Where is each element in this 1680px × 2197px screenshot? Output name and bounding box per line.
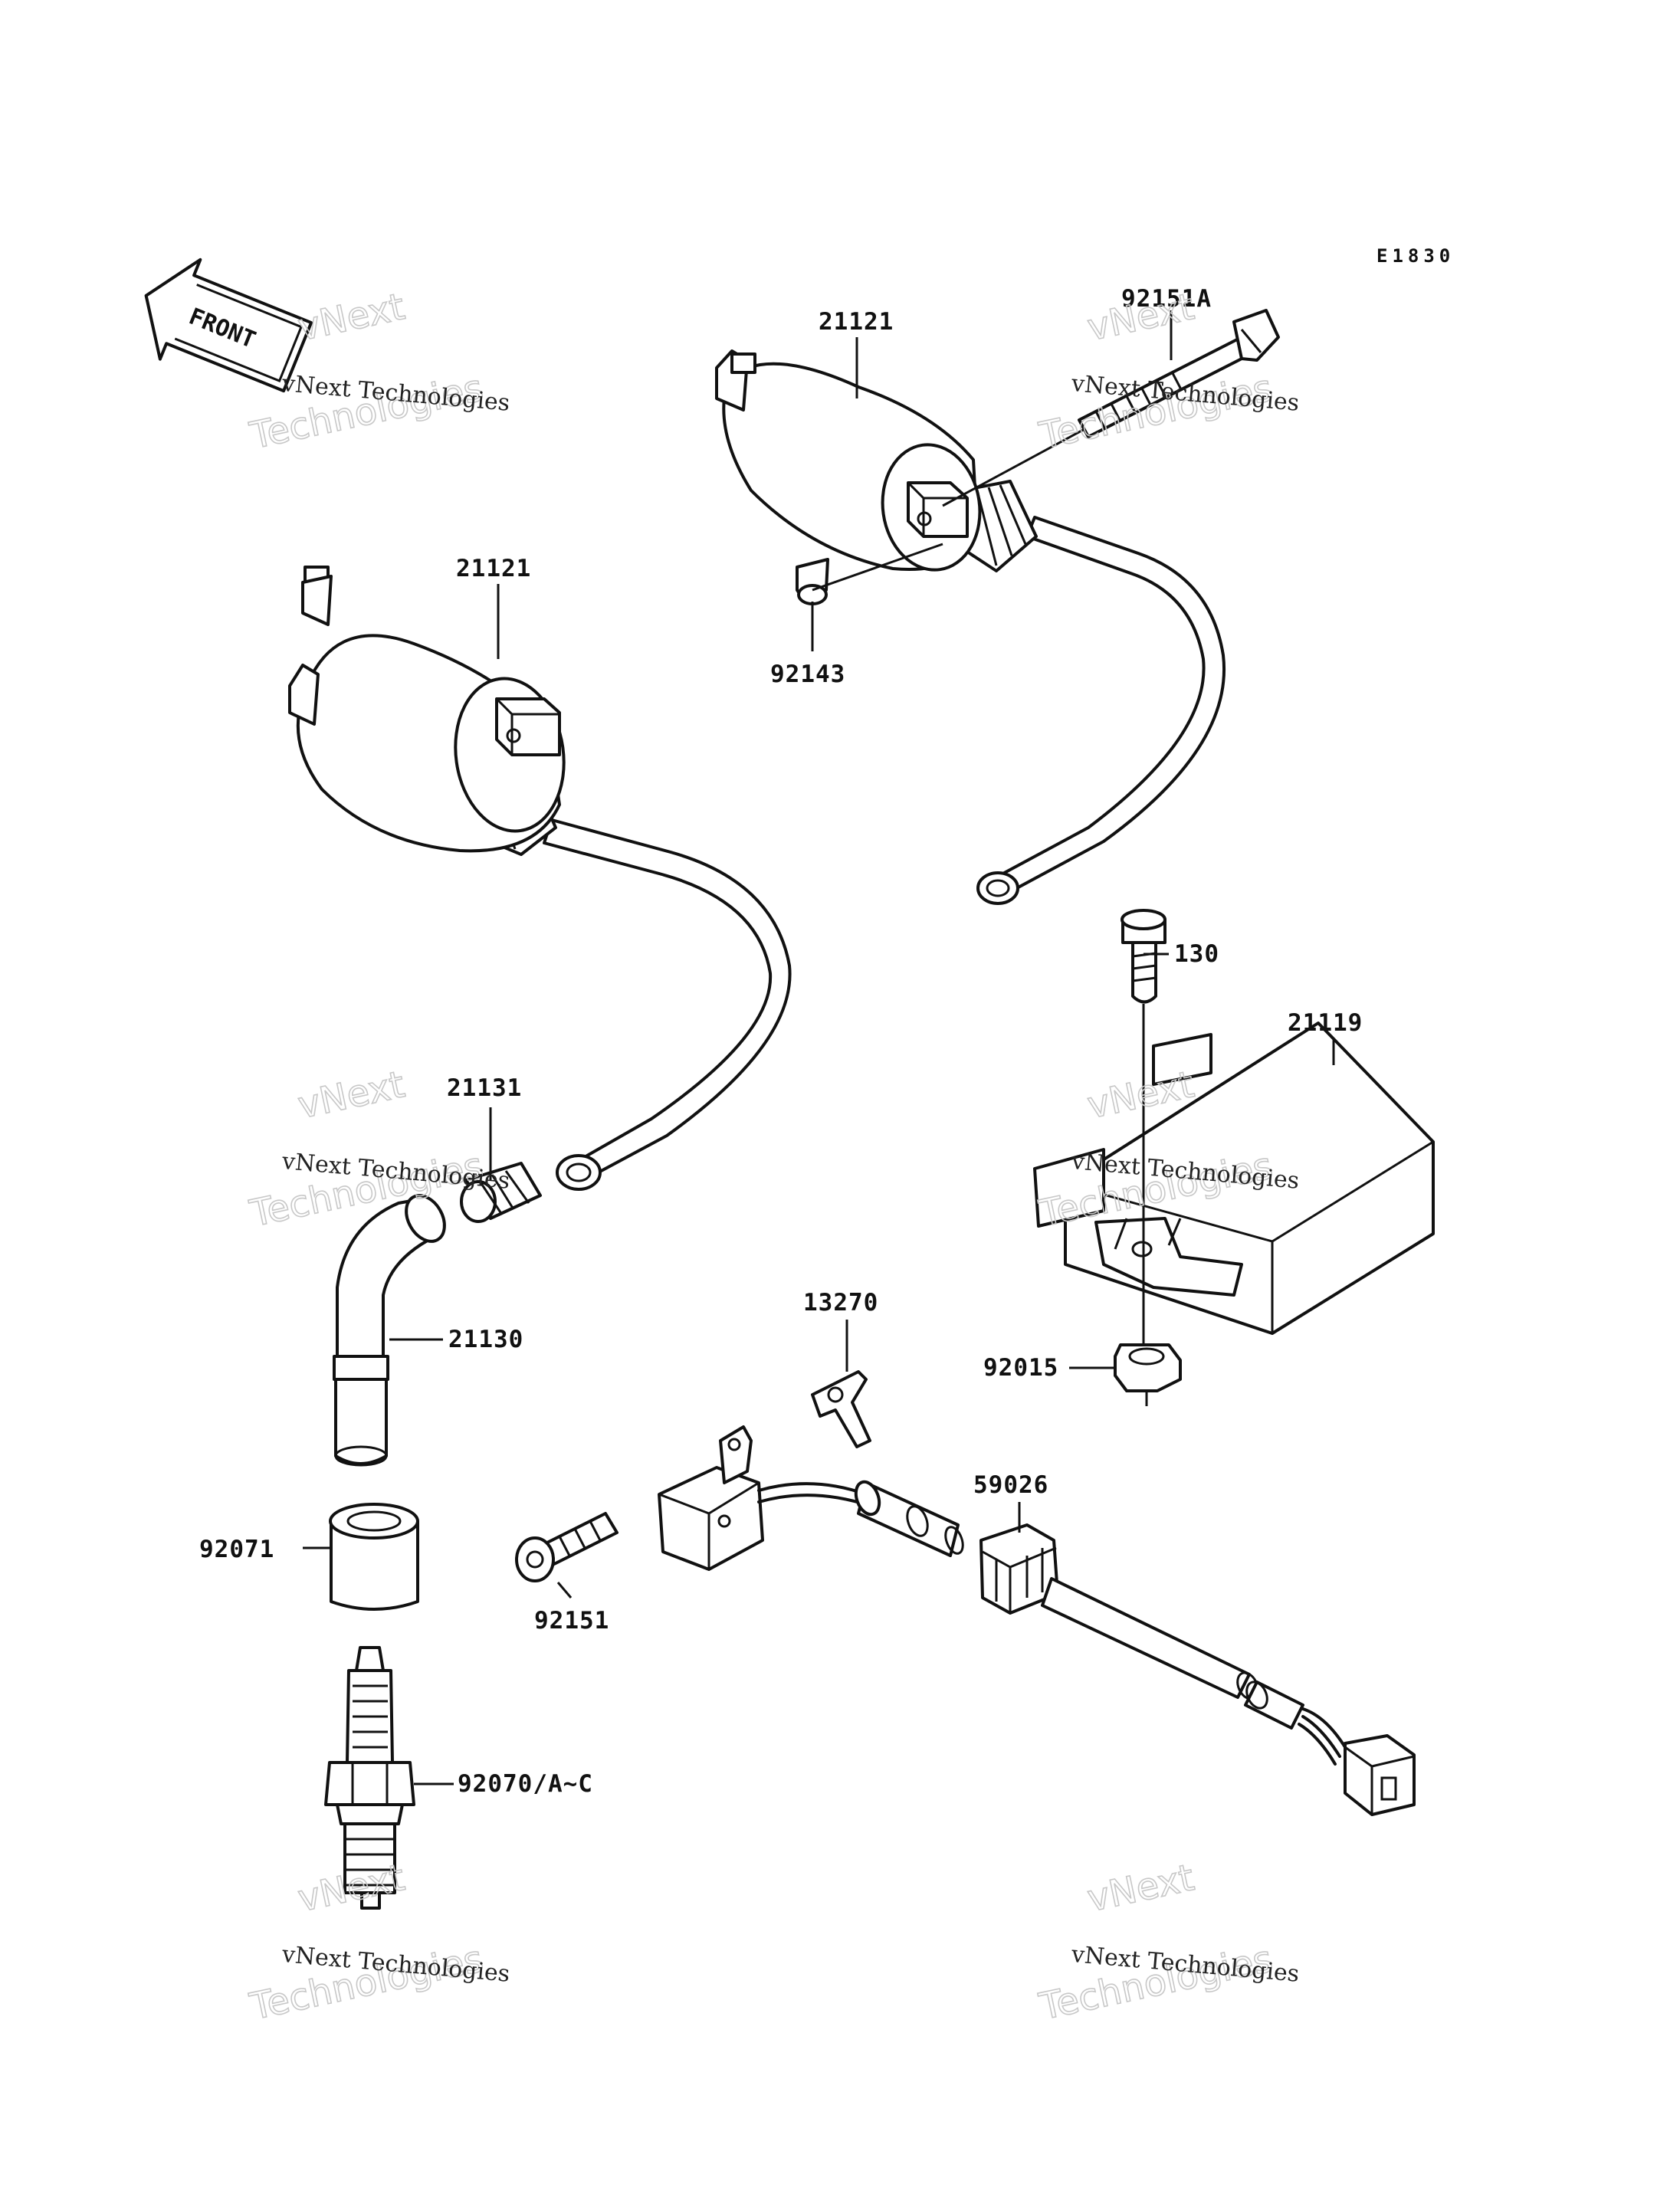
plug-cap-21130 (333, 1194, 446, 1467)
label-bracket: 13270 (803, 1289, 878, 1317)
pickup-coil-harness (658, 1370, 1416, 1816)
label-bolt-upper: 92151A (1121, 285, 1212, 313)
ignition-coil-upper (715, 349, 1226, 905)
svg-text:vNext: vNext (294, 285, 409, 349)
label-coil-upper: 21121 (819, 308, 894, 336)
label-spark-plug: 92070/A~C (458, 1770, 593, 1798)
svg-text:vNext: vNext (294, 1063, 409, 1127)
leader-lines (303, 310, 1335, 1785)
nut-92015 (1114, 1343, 1182, 1392)
bolt-92151a (1078, 309, 1280, 438)
watermark: vNext Technologies vNext Technologies (1035, 1855, 1300, 2029)
spark-plug-92070 (324, 1646, 415, 1910)
watermark: vNext Technologies vNext Technologies (245, 1855, 510, 2029)
diagram-code: E1830 (1376, 245, 1455, 267)
label-nut-igniter: 92015 (983, 1354, 1058, 1382)
igniter-21119 (1033, 1021, 1435, 1335)
label-coil-lower: 21121 (456, 555, 531, 582)
collar-92143 (796, 558, 829, 605)
bolt-130 (1121, 909, 1166, 1004)
front-arrow-icon: FRONT (144, 257, 313, 393)
label-collar-upper: 92143 (770, 661, 845, 688)
label-bolt-igniter: 130 (1174, 940, 1219, 968)
label-bolt-pickup: 92151 (534, 1607, 609, 1635)
svg-text:vNext: vNext (1084, 1856, 1198, 1920)
label-cap: 21130 (448, 1326, 523, 1353)
label-clamp: 59026 (973, 1471, 1048, 1499)
seal-92071 (329, 1503, 419, 1611)
connector-21131 (460, 1162, 542, 1223)
svg-text:vNext: vNext (294, 1856, 409, 1920)
svg-text:vNext: vNext (1084, 285, 1198, 349)
label-connector: 21131 (447, 1074, 522, 1102)
label-igniter: 21119 (1288, 1009, 1363, 1037)
bolt-92151 (515, 1512, 619, 1582)
label-seal: 92071 (199, 1536, 274, 1563)
ignition-coil-lower (288, 566, 792, 1191)
